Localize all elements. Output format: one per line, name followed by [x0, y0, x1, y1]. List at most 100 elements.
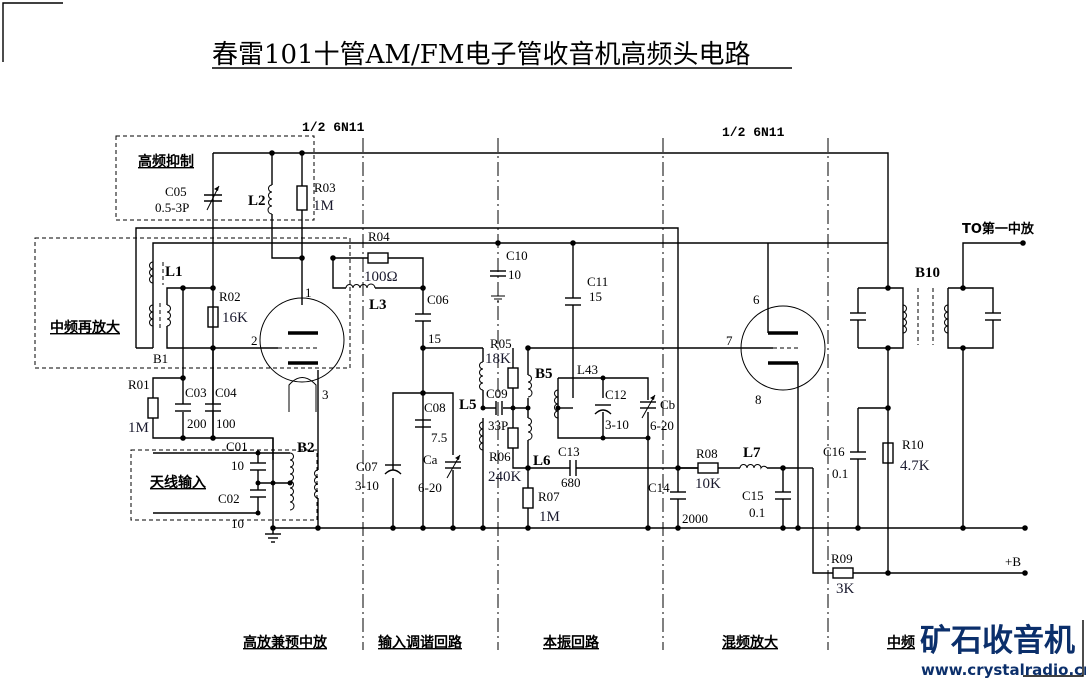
c14-ref: C14	[648, 480, 670, 495]
junction	[420, 345, 426, 351]
label-if-reamp: 中频再放大	[50, 319, 120, 336]
capacitor-cb	[640, 394, 656, 419]
c12-ref: C12	[605, 387, 627, 402]
l7-ref: L7	[743, 445, 761, 461]
c04-value: 100	[216, 416, 236, 431]
capacitor-c01	[250, 462, 266, 471]
inductor-l2	[267, 184, 273, 215]
resistor-r01	[147, 397, 159, 419]
c07-ref: C07	[356, 459, 378, 474]
r06-ref: R06	[489, 449, 511, 464]
c03-ref: C03	[185, 385, 207, 400]
resistor-r03	[296, 185, 308, 211]
resistor-r06	[507, 427, 519, 449]
c06-ref: C06	[427, 292, 449, 307]
c12-value: 3-10	[605, 417, 629, 432]
wire-b10-secondary	[947, 287, 994, 349]
junction	[600, 375, 606, 381]
junction	[495, 240, 501, 246]
inductor-l43	[554, 389, 559, 419]
r03-ref: R03	[314, 180, 336, 195]
cb-value: 6-20	[650, 418, 674, 433]
tube-right-envelope	[740, 305, 826, 391]
output-terminal	[1020, 240, 1026, 246]
capacitor-c03	[175, 403, 191, 412]
c14-value: 2000	[682, 511, 708, 526]
inductor-b10-primary	[902, 304, 907, 334]
resistor-r04	[367, 252, 389, 264]
c11-value: 15	[589, 289, 602, 304]
c02-value: 10	[231, 516, 244, 531]
c04-ref: C04	[215, 385, 237, 400]
inductor-l6	[527, 417, 533, 441]
c01-ref: C01	[226, 439, 248, 454]
capacitor-c16	[850, 451, 866, 460]
inductor-l5-upper	[479, 361, 484, 391]
section-label-local-osc: 本振回路	[543, 634, 600, 651]
c10-ref: C10	[506, 248, 528, 263]
r06-value: 240K	[488, 469, 522, 485]
junction	[180, 435, 186, 441]
junction	[420, 390, 426, 396]
c05-ref: C05	[165, 184, 187, 199]
tube-label-left: 1/2 6N11	[302, 120, 365, 135]
inductor-l5-lower	[479, 421, 484, 451]
resistor-r09	[832, 567, 854, 579]
junction	[255, 480, 261, 486]
c11-ref: C11	[587, 274, 608, 289]
capacitor-c11	[565, 297, 581, 306]
junction	[555, 405, 561, 411]
c08-ref: C08	[424, 400, 446, 415]
capacitor-c12	[594, 404, 612, 415]
box-if-reamp	[34, 237, 351, 369]
junction	[855, 525, 861, 531]
junction	[390, 525, 396, 531]
junction	[450, 525, 456, 531]
r03-value: 1M	[313, 198, 334, 214]
tube-left-envelope	[259, 297, 345, 383]
c15-value: 0.1	[749, 505, 765, 520]
junction	[600, 435, 606, 441]
c16-ref: C16	[823, 444, 845, 459]
capacitor-c07	[384, 464, 402, 475]
r01-value: 1M	[128, 420, 149, 436]
junction	[645, 525, 651, 531]
wire-l2	[271, 153, 300, 259]
capacitor-c02	[250, 489, 266, 498]
r07-ref: R07	[538, 489, 560, 504]
r07-value: 1M	[539, 509, 560, 525]
r04-value: 100Ω	[364, 269, 398, 285]
junction	[255, 510, 261, 516]
inductor-l1	[149, 261, 154, 284]
section-label-mixer: 混频放大	[722, 634, 778, 651]
junction	[885, 405, 891, 411]
box-hf-suppress	[115, 135, 315, 221]
junction	[525, 345, 531, 351]
frame-corner-bottom	[1023, 620, 1084, 677]
junction	[1022, 525, 1028, 531]
inductor-b1-primary	[149, 304, 154, 327]
pin-3: 3	[322, 387, 329, 402]
r02-value: 16K	[222, 310, 248, 326]
c08-value: 7.5	[431, 430, 447, 445]
frame-corner	[2, 2, 63, 62]
capacitor-c13	[569, 460, 577, 476]
inductor-l7	[739, 464, 768, 470]
c13-value: 680	[561, 475, 581, 490]
section-label-if: 中频	[887, 634, 915, 651]
l6-ref: L6	[533, 453, 551, 469]
wire-output	[962, 242, 1023, 288]
capacitor-ca	[445, 454, 461, 479]
wire-r04-l3	[332, 257, 424, 289]
capacitor-c09	[495, 401, 503, 415]
resistor-r08	[697, 462, 719, 474]
capacitor-c10	[490, 270, 506, 277]
r09-value: 3K	[836, 581, 855, 597]
junction	[480, 405, 486, 411]
capacitor-b10-primary	[850, 312, 866, 321]
inductor-b5	[527, 374, 533, 398]
tube-left-heater	[288, 377, 317, 412]
wire-if-loop-outer	[135, 227, 679, 440]
b2-ref: B2	[297, 440, 315, 456]
